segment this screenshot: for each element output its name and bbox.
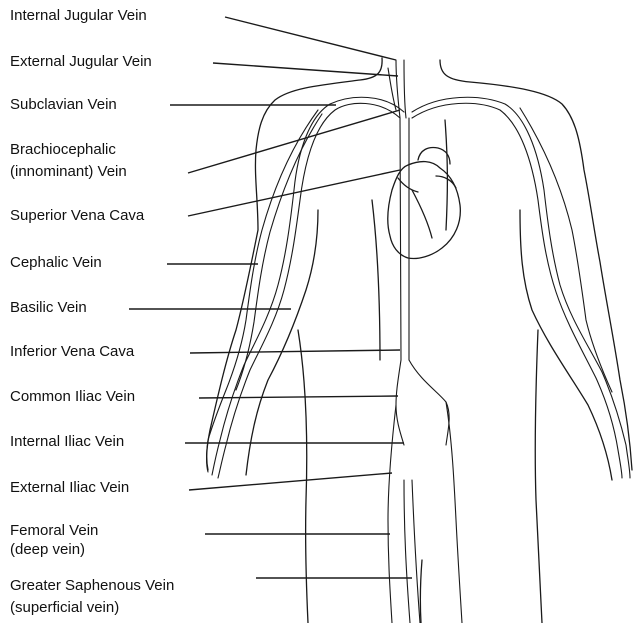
label-line: Superior Vena Cava — [10, 206, 144, 225]
label-line: Common Iliac Vein — [10, 387, 135, 406]
label-femoral-vein: Femoral Vein (deep vein) — [10, 521, 98, 559]
label-line: Basilic Vein — [10, 298, 87, 317]
label-line: External Iliac Vein — [10, 478, 129, 497]
label-line: Femoral Vein — [10, 521, 98, 540]
label-superior-vena-cava: Superior Vena Cava — [10, 206, 144, 225]
label-subclavian-vein: Subclavian Vein — [10, 95, 117, 114]
label-line: Subclavian Vein — [10, 95, 117, 114]
label-external-jugular-vein: External Jugular Vein — [10, 52, 152, 71]
label-line: (innominant) Vein — [10, 161, 127, 183]
leader-inferior-vena-cava — [190, 350, 400, 353]
label-basilic-vein: Basilic Vein — [10, 298, 87, 317]
label-line: External Jugular Vein — [10, 52, 152, 71]
label-cephalic-vein: Cephalic Vein — [10, 253, 102, 272]
leader-superior-vena-cava — [188, 170, 400, 216]
label-line: Inferior Vena Cava — [10, 342, 134, 361]
heart-illustration — [388, 148, 461, 259]
label-common-iliac-vein: Common Iliac Vein — [10, 387, 135, 406]
label-inferior-vena-cava: Inferior Vena Cava — [10, 342, 134, 361]
label-line: (superficial vein) — [10, 597, 174, 619]
leader-brachiocephalic-vein — [188, 110, 400, 173]
label-brachiocephalic-vein: Brachiocephalic (innominant) Vein — [10, 139, 127, 183]
label-internal-jugular-vein: Internal Jugular Vein — [10, 6, 147, 25]
label-greater-saphenous-vein: Greater Saphenous Vein (superficial vein… — [10, 575, 174, 619]
leader-external-jugular-vein — [213, 63, 398, 76]
label-line: Brachiocephalic — [10, 139, 127, 161]
leader-common-iliac-vein — [199, 396, 398, 398]
body-outline — [207, 58, 632, 623]
label-line: Internal Jugular Vein — [10, 6, 147, 25]
label-line: Internal Iliac Vein — [10, 432, 124, 451]
label-line: Cephalic Vein — [10, 253, 102, 272]
leader-lines — [129, 17, 412, 578]
leader-external-iliac-vein — [189, 473, 392, 490]
label-internal-iliac-vein: Internal Iliac Vein — [10, 432, 124, 451]
label-line: (deep vein) — [10, 540, 98, 559]
leader-internal-jugular-vein — [225, 17, 396, 60]
veins — [207, 60, 631, 623]
label-line: Greater Saphenous Vein — [10, 575, 174, 597]
label-external-iliac-vein: External Iliac Vein — [10, 478, 129, 497]
